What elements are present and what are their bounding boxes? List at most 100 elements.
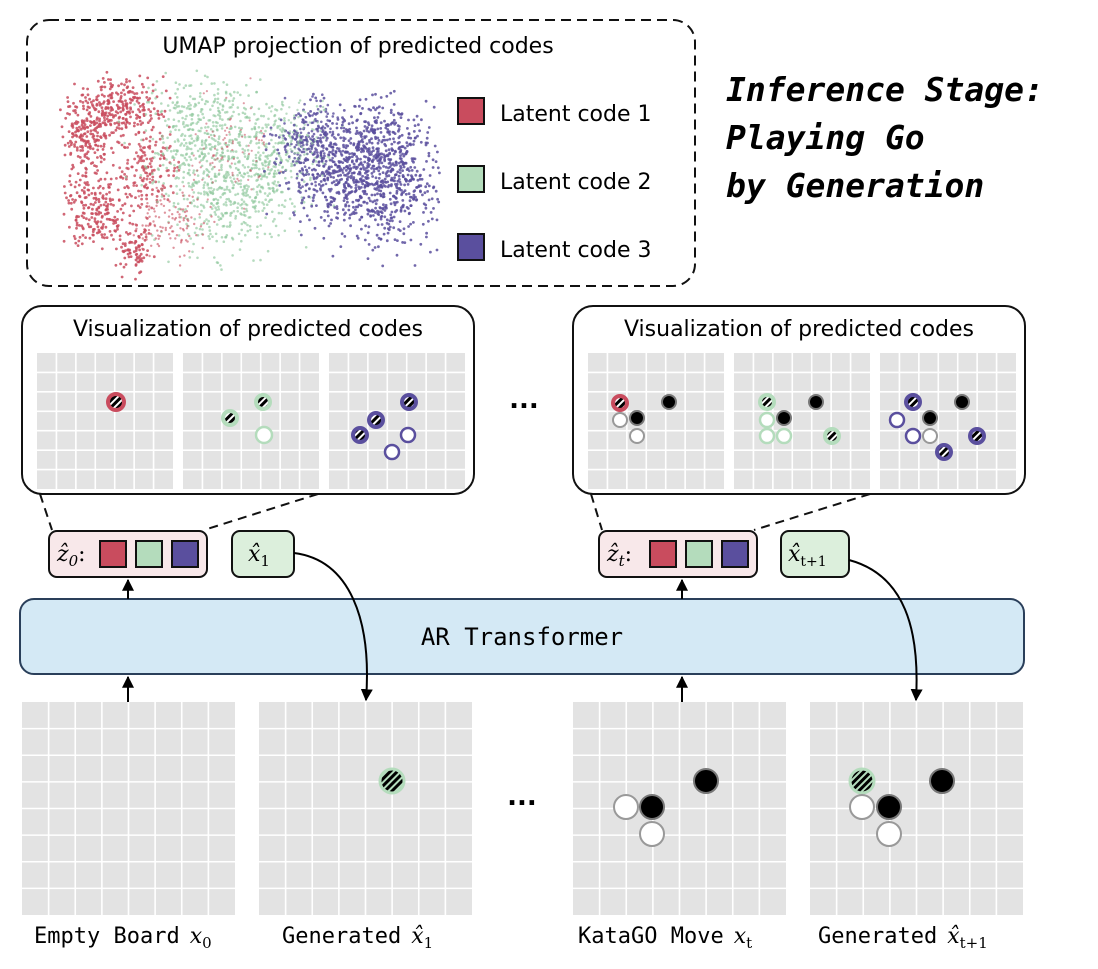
umap-point bbox=[122, 265, 126, 269]
umap-point bbox=[398, 178, 401, 181]
umap-point bbox=[112, 100, 115, 103]
umap-point bbox=[374, 92, 377, 96]
umap-point bbox=[382, 203, 385, 207]
umap-point bbox=[185, 107, 189, 110]
umap-point bbox=[377, 213, 381, 217]
umap-point bbox=[385, 94, 389, 98]
umap-point bbox=[280, 190, 283, 194]
umap-point bbox=[315, 204, 318, 208]
umap-point bbox=[150, 117, 153, 120]
umap-point bbox=[359, 167, 363, 171]
umap-point bbox=[267, 172, 271, 176]
umap-point bbox=[296, 131, 300, 135]
umap-point bbox=[137, 131, 141, 135]
umap-point bbox=[214, 179, 217, 183]
umap-point bbox=[203, 193, 206, 196]
umap-point bbox=[326, 210, 329, 214]
umap-point bbox=[317, 140, 321, 143]
umap-point bbox=[287, 119, 290, 122]
umap-point bbox=[299, 155, 302, 158]
umap-point bbox=[79, 127, 83, 131]
umap-point bbox=[209, 232, 212, 236]
umap-point bbox=[325, 198, 329, 202]
umap-point bbox=[305, 148, 309, 151]
umap-point bbox=[376, 127, 380, 131]
umap-point bbox=[97, 210, 101, 214]
umap-point bbox=[244, 233, 247, 237]
umap-point bbox=[402, 190, 405, 194]
umap-point bbox=[126, 248, 130, 252]
umap-point bbox=[303, 123, 306, 126]
umap-point bbox=[210, 167, 214, 171]
umap-point bbox=[86, 87, 89, 91]
umap-point bbox=[164, 89, 168, 93]
umap-point bbox=[151, 89, 155, 93]
umap-point bbox=[268, 106, 271, 109]
umap-point bbox=[133, 174, 137, 178]
umap-point bbox=[309, 137, 312, 140]
umap-point bbox=[136, 154, 140, 158]
umap-point bbox=[220, 212, 223, 215]
black-stone bbox=[693, 768, 719, 794]
umap-point bbox=[303, 165, 307, 168]
umap-point bbox=[406, 144, 409, 148]
umap-point bbox=[132, 124, 136, 128]
umap-point bbox=[64, 116, 68, 120]
umap-point bbox=[389, 216, 393, 220]
umap-point bbox=[217, 205, 220, 209]
umap-point bbox=[323, 154, 326, 158]
umap-point bbox=[105, 192, 108, 196]
black-stone bbox=[661, 394, 677, 410]
umap-point bbox=[280, 212, 283, 215]
umap-point bbox=[66, 100, 70, 103]
umap-point bbox=[196, 174, 200, 177]
umap-point bbox=[68, 112, 71, 116]
umap-point bbox=[277, 152, 281, 155]
umap-point bbox=[94, 143, 98, 147]
umap-point bbox=[398, 168, 402, 172]
umap-point bbox=[183, 210, 187, 214]
umap-point bbox=[246, 157, 249, 161]
umap-point bbox=[284, 168, 287, 172]
umap-point bbox=[134, 229, 138, 233]
umap-point bbox=[239, 119, 242, 123]
umap-point bbox=[140, 243, 144, 246]
umap-point bbox=[105, 70, 109, 74]
umap-point bbox=[327, 224, 331, 228]
umap-point bbox=[314, 184, 318, 187]
umap-point bbox=[380, 140, 384, 144]
umap-point bbox=[393, 176, 396, 180]
umap-point bbox=[371, 164, 375, 168]
umap-point bbox=[435, 248, 439, 252]
umap-point bbox=[153, 223, 156, 227]
umap-point bbox=[350, 152, 354, 155]
umap-point bbox=[204, 154, 207, 158]
umap-point bbox=[196, 134, 199, 138]
umap-point bbox=[397, 129, 400, 133]
umap-point bbox=[80, 93, 84, 97]
umap-point bbox=[67, 201, 71, 205]
generated-stone bbox=[848, 767, 876, 795]
umap-point bbox=[120, 143, 124, 147]
umap-point bbox=[216, 261, 220, 265]
umap-point bbox=[416, 178, 420, 182]
umap-point bbox=[376, 141, 380, 145]
umap-point bbox=[160, 113, 164, 116]
umap-point bbox=[112, 222, 115, 225]
umap-point bbox=[94, 139, 98, 143]
umap-point bbox=[375, 167, 378, 171]
umap-point bbox=[84, 144, 88, 148]
umap-point bbox=[211, 235, 214, 238]
umap-point bbox=[177, 128, 181, 132]
umap-point bbox=[109, 199, 112, 203]
umap-point bbox=[232, 110, 235, 114]
umap-point bbox=[407, 136, 410, 140]
umap-point bbox=[218, 185, 222, 189]
umap-point bbox=[81, 174, 85, 178]
umap-point bbox=[259, 173, 263, 176]
umap-point bbox=[250, 199, 254, 202]
umap-point bbox=[420, 118, 423, 122]
code-swatch-2 bbox=[135, 540, 163, 568]
umap-point bbox=[214, 147, 217, 150]
umap-point bbox=[222, 203, 226, 206]
